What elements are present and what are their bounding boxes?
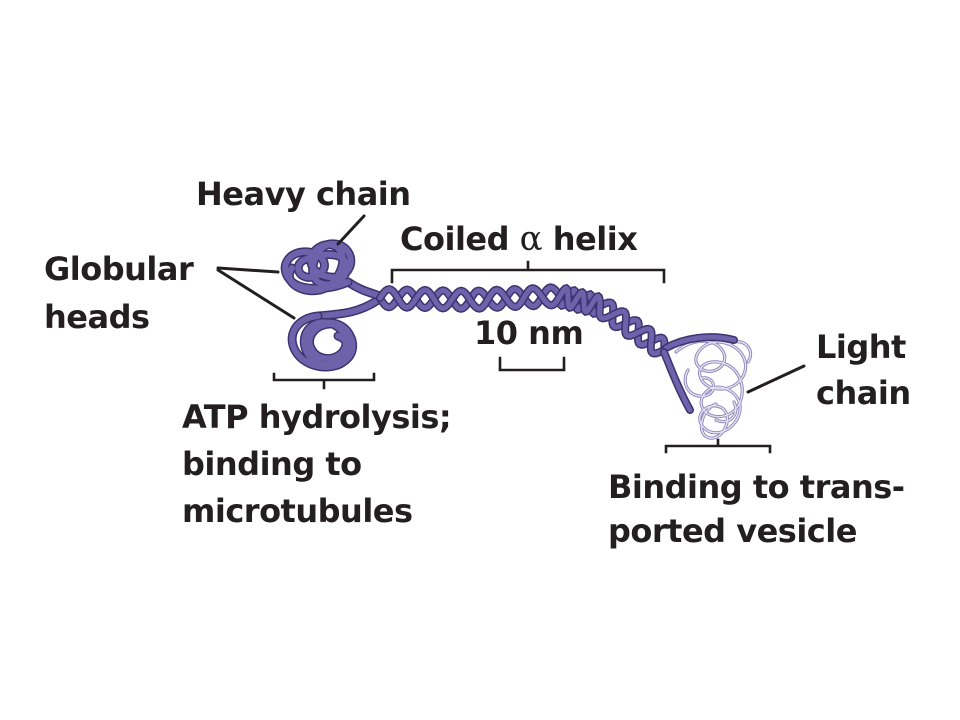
heavy-chain-label: Heavy chain — [196, 175, 411, 213]
light-chain — [674, 339, 753, 440]
globular-heads-label-line1: Globular — [44, 250, 194, 288]
heavy-chain-tail — [660, 333, 738, 414]
light-chain-label-line1: Light — [816, 328, 906, 366]
head-function-label-line2: binding to — [182, 445, 362, 483]
coiled-alpha-helix — [376, 283, 669, 358]
tail-function-bracket — [664, 438, 772, 454]
coiled-helix-label-suffix: helix — [552, 220, 638, 258]
globular-head-leader-upper — [216, 266, 280, 274]
head-function-label-line1: ATP hydrolysis; — [182, 398, 452, 436]
globular-heads-label-line2: heads — [44, 298, 150, 336]
leader-lines — [216, 214, 806, 394]
head-function-bracket — [272, 372, 376, 390]
globular-head-leader-lower — [216, 268, 296, 320]
alpha-symbol: α — [519, 219, 543, 259]
head-function-label-line3: microtubules — [182, 492, 413, 530]
coiled-helix-label-prefix: Coiled — [400, 220, 510, 258]
light-chain-label-line2: chain — [816, 374, 911, 412]
coiled-helix-bracket — [390, 260, 666, 284]
tail-function-label-line2: ported vesicle — [608, 512, 857, 550]
heavy-chain-leader — [336, 214, 366, 246]
upper-globular-head — [280, 239, 356, 296]
tail-function-label-line1: Binding to trans- — [608, 468, 905, 506]
brackets — [272, 260, 772, 454]
lower-globular-head — [287, 311, 358, 372]
scale-bar-bracket — [498, 356, 566, 372]
light-chain-leader — [746, 364, 806, 394]
coiled-helix-label: Coiled α helix — [400, 218, 638, 261]
scale-bar-label: 10 nm — [474, 314, 584, 352]
